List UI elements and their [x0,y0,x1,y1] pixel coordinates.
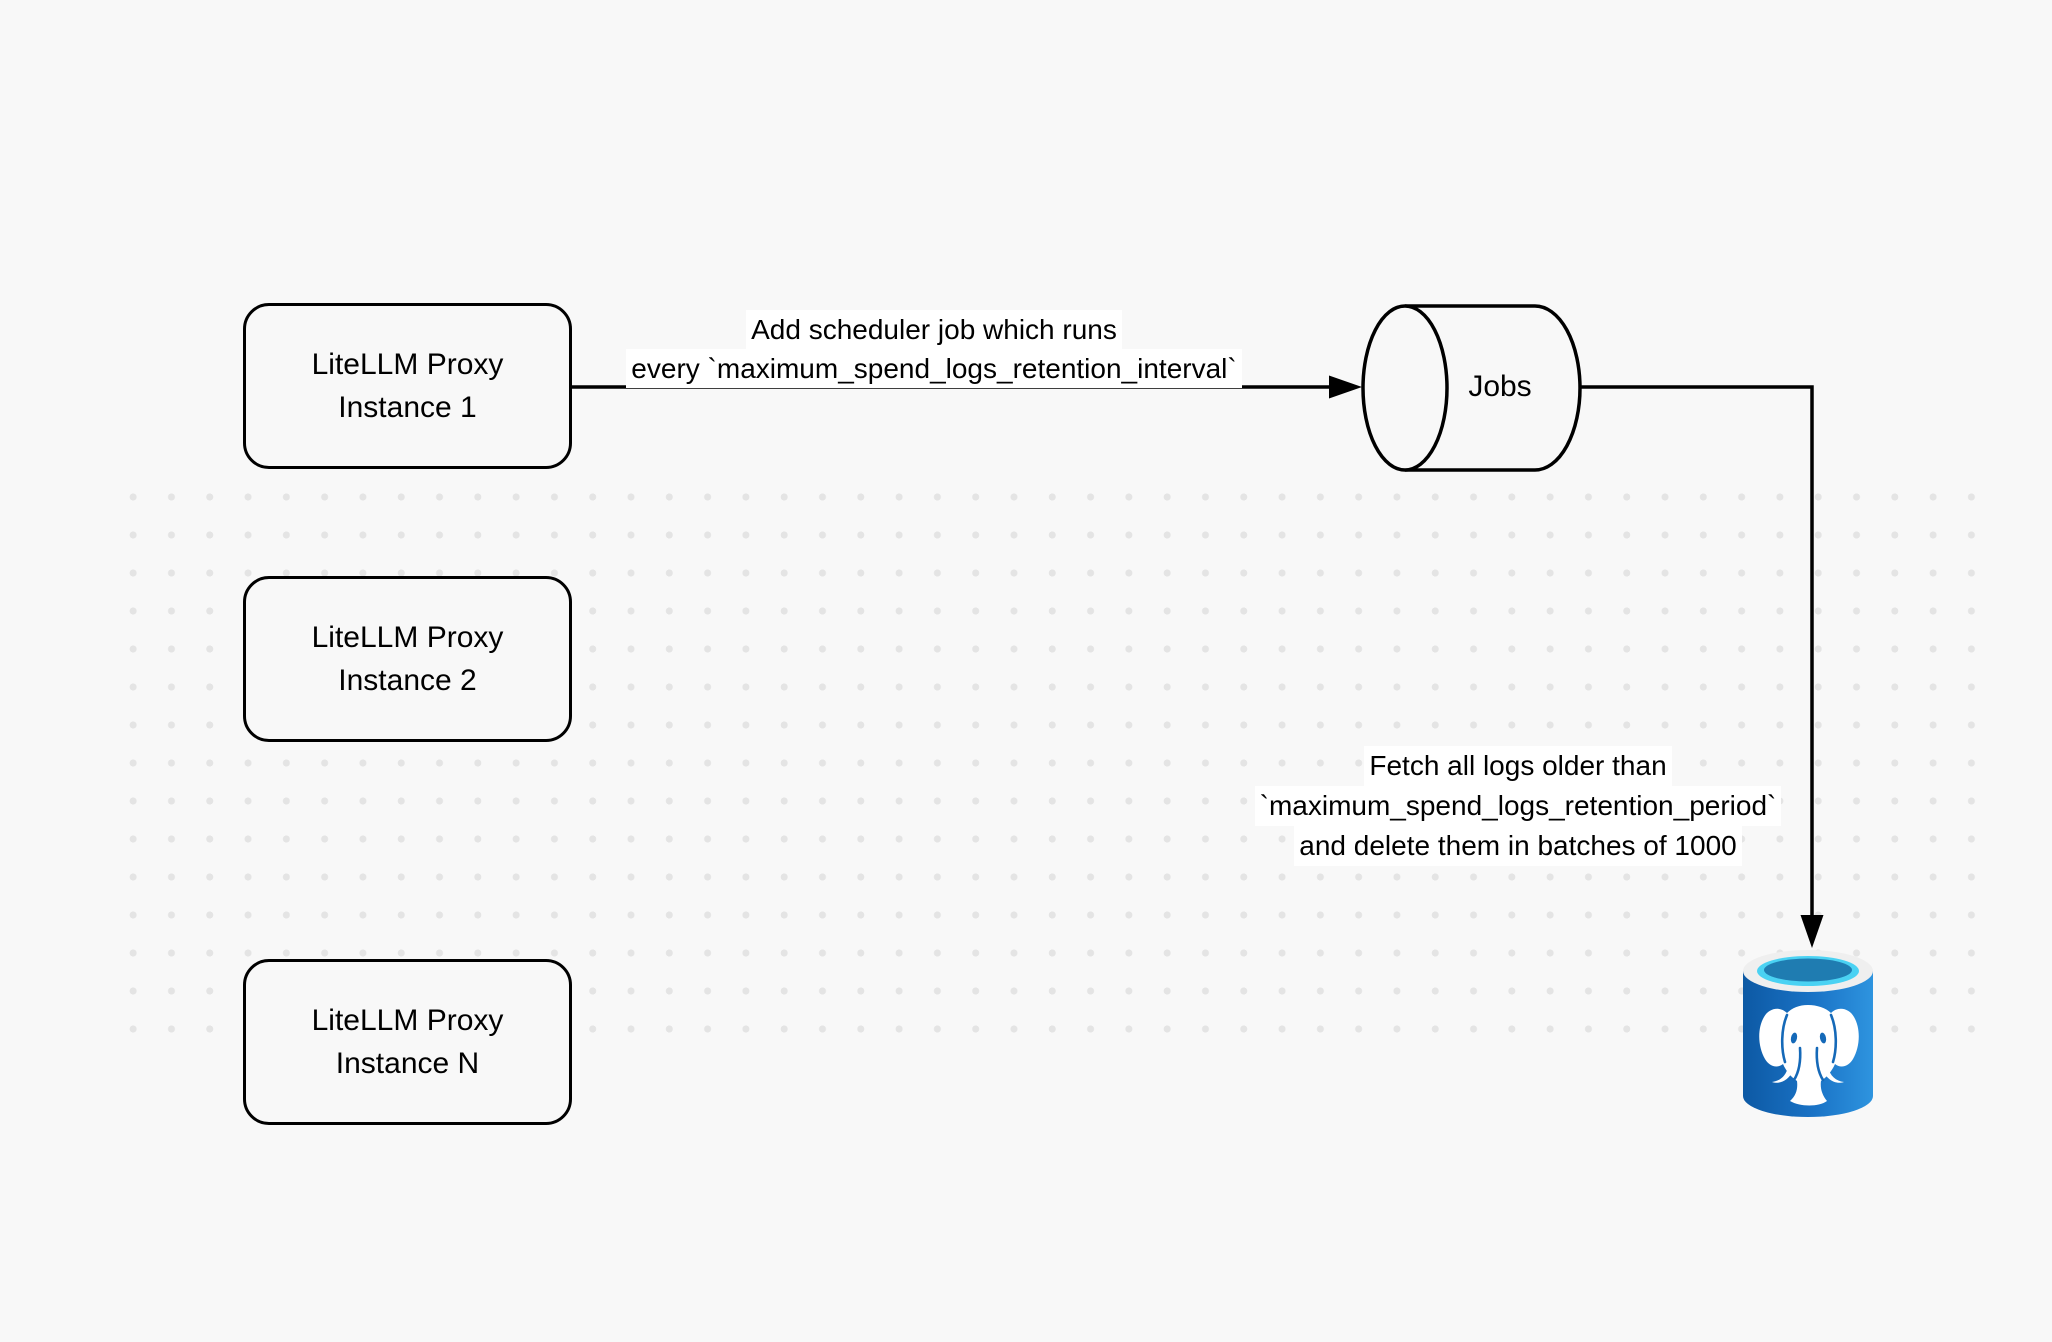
jobs-cylinder-face [1361,304,1449,472]
edge-label-text: Add scheduler job which runs [746,310,1122,349]
node-jobs-cylinder [1361,304,1582,472]
node-label-line: LiteLLM Proxy [311,348,504,381]
edge-label-text: Fetch all logs older than [1364,746,1672,786]
edge-label-cleanup: Fetch all logs older than `maximum_spend… [1218,746,1818,866]
node-label-line: Instance N [335,1047,480,1080]
edge-label-text: every `maximum_spend_logs_retention_inte… [626,349,1242,388]
node-litellm-proxy-instance-n: LiteLLM Proxy Instance N [243,959,572,1125]
postgres-elephant-icon [1759,1005,1859,1106]
edge-label-text: `maximum_spend_logs_retention_period` [1254,786,1782,826]
postgresql-icon [1743,950,1873,1117]
node-litellm-proxy-instance-2: LiteLLM Proxy Instance 2 [243,576,572,742]
node-label-line: LiteLLM Proxy [311,621,504,654]
node-label-line: Instance 1 [338,391,477,424]
node-label-line: Instance 2 [338,664,477,697]
jobs-cylinder-body [1405,304,1582,472]
edge-cleanup-line [1580,385,1814,916]
node-litellm-proxy-instance-1: LiteLLM Proxy Instance 1 [243,303,572,469]
edge-scheduler-arrowhead-icon [1329,375,1362,399]
postgres-cylinder-liquid [1764,958,1852,982]
edge-label-scheduler: Add scheduler job which runs every `maxi… [566,310,1302,388]
edge-label-text: and delete them in batches of 1000 [1294,826,1742,866]
edge-cleanup-arrowhead-icon [1800,915,1824,948]
node-label-line: LiteLLM Proxy [311,1004,504,1037]
jobs-label: Jobs [1468,370,1532,403]
